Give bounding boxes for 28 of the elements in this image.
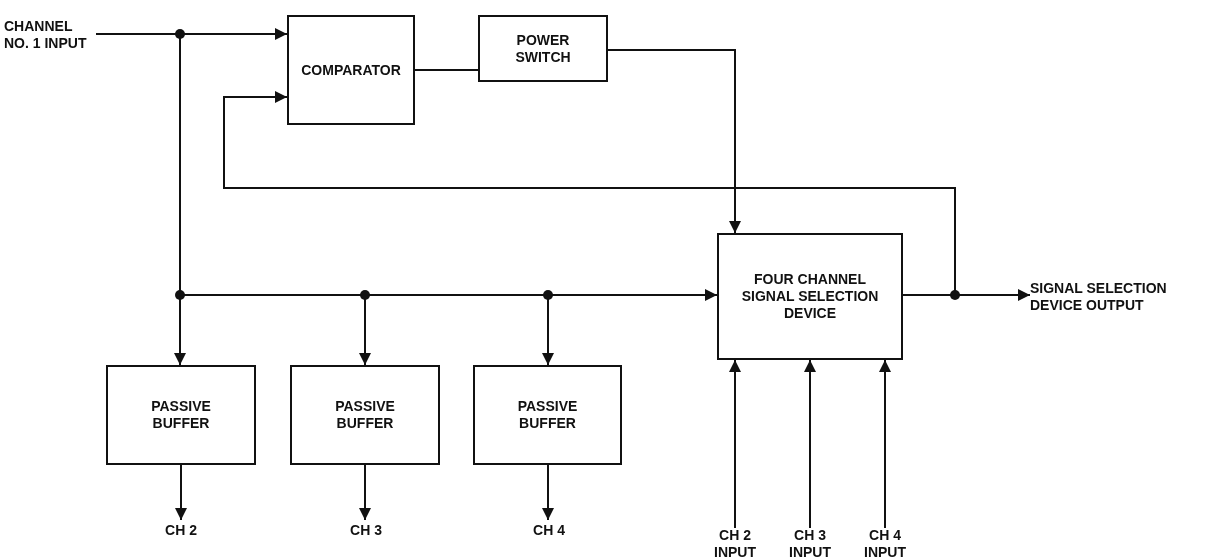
process-box [290,365,440,465]
arrow [729,359,741,529]
arrow [607,49,741,234]
signal-label: CH 2 INPUT [708,528,762,560]
process-box [478,15,608,82]
arrow [175,464,187,521]
box-label: PASSIVE BUFFER [150,398,212,432]
box-label: COMPARATOR [300,61,402,79]
process-box [287,15,415,125]
signal-label: CH 2 [150,520,212,540]
box-label: PASSIVE BUFFER [516,398,579,432]
box-label: POWER SWITCH [514,31,572,66]
box-label: PASSIVE BUFFER [334,398,396,432]
process-box [473,365,622,465]
arrow [359,464,371,521]
arrow [223,91,956,296]
arrow [542,464,554,521]
box-label: FOUR CHANNEL SIGNAL SELECTION DEVICE [740,271,880,322]
process-box [106,365,256,465]
signal-label: CH 3 [335,520,397,540]
signal-label: SIGNAL SELECTION DEVICE OUTPUT [1030,280,1215,314]
signal-label: CH 3 INPUT [783,528,837,560]
signal-label: CHANNEL NO. 1 INPUT [4,6,96,64]
arrow [879,359,891,529]
signal-label: CH 4 [518,520,580,540]
arrow [804,359,816,529]
process-box [717,233,903,360]
signal-label: CH 4 INPUT [858,528,912,560]
